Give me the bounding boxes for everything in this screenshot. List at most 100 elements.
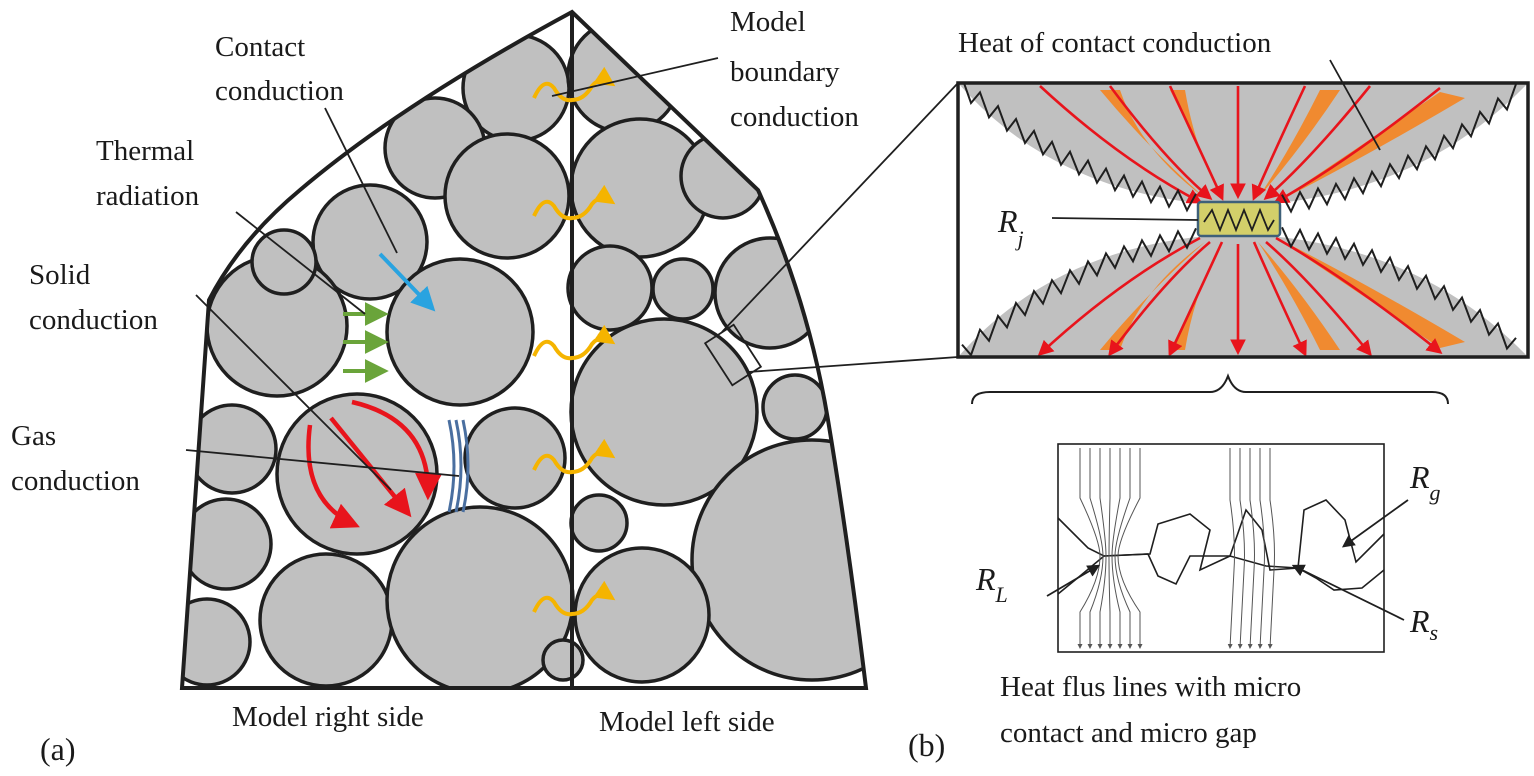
panel-b-label: (b) — [908, 727, 945, 763]
flux-arrow — [1273, 86, 1441, 204]
particle — [182, 497, 273, 591]
gas-conduction-lines — [447, 419, 470, 513]
flux-arrow — [1039, 85, 1203, 204]
particle-packing — [182, 18, 866, 688]
micro-contact-schematic — [1046, 443, 1409, 653]
gas-conduction-label: conduction — [11, 465, 140, 497]
rl-label: RL — [975, 561, 1008, 607]
flux-arrow — [1168, 241, 1224, 357]
rs-pointer — [1291, 564, 1405, 621]
flux-line — [1111, 448, 1123, 649]
schematic-frame — [1057, 443, 1385, 653]
contact-conduction-label: conduction — [215, 75, 344, 107]
rj-leader — [1051, 217, 1199, 221]
particle — [679, 132, 767, 220]
flux-arrow — [1265, 241, 1372, 357]
leader-boundary — [551, 57, 719, 97]
lower-surface-profile — [1057, 553, 1385, 595]
brace — [971, 373, 1449, 405]
flux-band — [1275, 92, 1465, 203]
contact-zoom-view — [958, 83, 1528, 357]
gas-conduction-label: Gas — [11, 420, 56, 452]
particle — [250, 228, 318, 296]
boundary-arrow — [532, 324, 616, 361]
contact-conduction-label: Contact — [215, 31, 305, 63]
zoom-line-top — [721, 82, 959, 333]
roughness-bottom-right — [1281, 226, 1517, 351]
heat-contact-title: Heat of contact conduction — [958, 27, 1272, 59]
rg-label: Rg — [1409, 459, 1441, 505]
flux-line — [1257, 448, 1265, 649]
particle — [573, 546, 711, 684]
leader-radiation — [235, 211, 366, 315]
flux-band — [1100, 90, 1205, 198]
rs-label: Rs — [1409, 603, 1438, 645]
flux-line — [1267, 448, 1275, 649]
particle — [275, 392, 439, 556]
thermal-radiation-label: Thermal — [96, 135, 194, 167]
solid-conduction-arrows — [306, 399, 443, 529]
particle — [463, 406, 567, 510]
solid-conduction-label: conduction — [29, 304, 158, 336]
leader-lines — [185, 57, 719, 491]
flux-band — [1100, 242, 1205, 350]
flux-band — [1275, 237, 1465, 348]
particle — [443, 132, 571, 260]
flux-arrow — [1168, 85, 1224, 201]
thermal-radiation-label: radiation — [96, 180, 200, 212]
particle — [258, 552, 394, 688]
title-leader — [1329, 59, 1381, 151]
roughness-bottom-left — [961, 227, 1197, 357]
surface-roughness — [961, 83, 1517, 357]
panel-a: Contact conduction Thermal radiation Sol… — [11, 6, 959, 767]
boundary-arrow — [532, 66, 616, 103]
caption-line-2: contact and micro gap — [1000, 717, 1257, 749]
solid-arrow — [351, 399, 443, 501]
flux-line — [1247, 448, 1255, 649]
flux-arrow — [1252, 241, 1307, 357]
flux-arrow — [1275, 236, 1443, 354]
model-boundary-label: conduction — [730, 101, 859, 133]
solid-conduction-label: Solid — [29, 259, 91, 291]
flux-arrow — [1108, 85, 1213, 201]
heat-flux-lines — [1077, 448, 1275, 649]
panel-a-label: (a) — [40, 731, 76, 767]
particle — [651, 257, 715, 321]
boundary-arrow — [532, 438, 616, 475]
flux-line — [1087, 448, 1104, 649]
leader-solid — [195, 294, 392, 491]
boundary-arrow — [532, 184, 616, 221]
contact-conduction-arrow — [378, 252, 436, 312]
caption-line-1: Heat flus lines with micro — [1000, 671, 1301, 703]
model-left-side-label: Model left side — [599, 706, 775, 738]
rg-pointer — [1341, 499, 1409, 548]
particle — [690, 438, 866, 682]
model-outline — [179, 9, 869, 690]
junction-zigzag — [1203, 207, 1275, 233]
zoom-line-bottom — [747, 356, 959, 373]
boundary-arrow — [532, 580, 616, 617]
particle — [385, 257, 535, 407]
roughness-top-right — [1281, 83, 1517, 214]
particle — [569, 493, 629, 553]
flux-arrow — [1263, 85, 1372, 201]
flux-line — [1107, 448, 1113, 649]
particle — [541, 638, 585, 682]
model-boundary-label: Model — [730, 6, 806, 38]
model-boundary-label: boundary — [730, 56, 840, 88]
flux-arrows-in — [1039, 85, 1441, 204]
flux-band — [1258, 90, 1340, 198]
flux-line — [1114, 448, 1133, 649]
flux-line — [1237, 448, 1245, 649]
leader-gas — [185, 449, 460, 477]
rl-pointer — [1046, 564, 1101, 597]
particle — [761, 373, 829, 441]
flux-line — [1077, 448, 1101, 649]
flux-band — [1258, 242, 1340, 350]
solid-arrow — [329, 416, 412, 518]
particle — [566, 18, 682, 134]
flux-arrows-out — [1037, 236, 1443, 357]
flux-arrow — [1251, 85, 1307, 201]
particle — [182, 597, 252, 687]
